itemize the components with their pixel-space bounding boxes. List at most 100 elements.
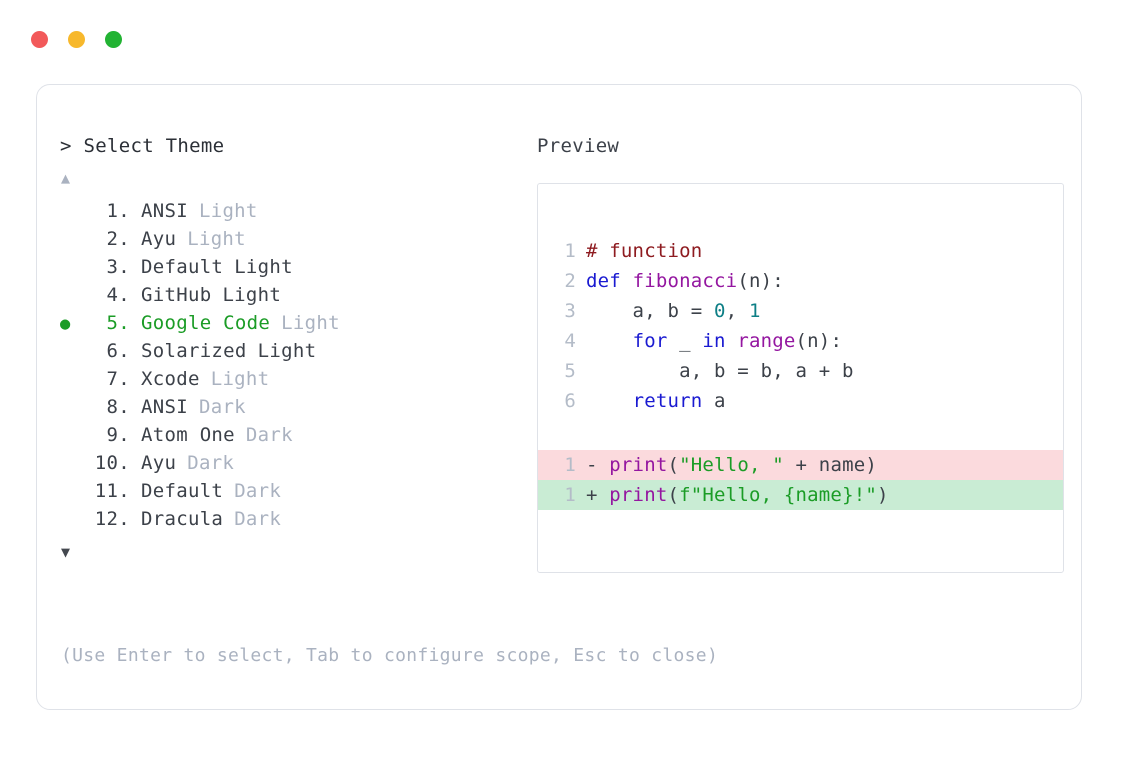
code-line-removed: 1- print("Hello, " + name) [538,450,1063,480]
code-line-text: - print("Hello, " + name) [576,450,877,480]
theme-item-index: 6. [106,340,130,362]
selected-bullet-icon: ● [60,314,71,334]
window-controls [31,31,122,48]
code-token-plain: a, b = [586,300,715,322]
code-token-keyword: return [632,390,703,412]
code-token-plain: , [725,300,749,322]
line-number: 5 [564,360,576,382]
code-blank-line [538,416,1063,450]
scroll-up-icon[interactable]: ▲ [61,169,71,187]
row-bullet-placeholder: ● [60,338,86,366]
code-line-text: a, b = 0, 1 [576,296,761,326]
theme-item-name: Ayu [141,228,177,250]
code-token-comment: # function [586,240,703,262]
theme-item-index: 3. [106,256,130,278]
code-line-text: for _ in range(n): [576,326,842,356]
theme-item-variant: Dark [245,424,293,446]
row-bullet-placeholder: ● [60,254,86,282]
theme-item-name: ANSI [141,200,188,222]
code-token-sign: + [586,484,610,506]
code-line-added: 1+ print(f"Hello, {name}!") [538,480,1063,510]
theme-list: ●1.ANSILight●2.AyuLight●3.DefaultLight●4… [60,197,530,533]
theme-item-name: Dracula [141,508,224,530]
theme-item-index: 5. [106,312,130,334]
theme-item-variant: Dark [187,452,235,474]
theme-item-index: 9. [106,424,130,446]
line-number: 1 [564,484,576,506]
code-token-string: f"Hello, {name}!" [679,484,877,506]
theme-picker-card: > Select Theme ▲ ●1.ANSILight●2.AyuLight… [36,84,1082,710]
theme-item-variant: Light [234,256,293,278]
theme-item-name: GitHub [141,284,212,306]
minimize-window-button[interactable] [68,31,85,48]
theme-list-item[interactable]: ● 2. Ayu Light [60,225,530,253]
code-token-plain: ) [877,484,889,506]
close-window-button[interactable] [31,31,48,48]
code-token-func: print [609,454,668,476]
prompt-spacer [72,135,84,157]
code-line-text: # function [576,236,702,266]
theme-item-variant: Dark [234,508,282,530]
code-token-func: fibonacci [632,270,738,292]
preview-label: Preview [537,135,620,157]
code-token-plain: (n): [737,270,784,292]
code-token-plain [586,330,633,352]
code-token-plain: _ [667,330,703,352]
page-title: Select Theme [83,135,225,157]
code-token-plain: ( [667,454,680,476]
row-bullet-placeholder: ● [60,450,86,478]
code-line: 1 # function [538,236,1063,266]
row-bullet-placeholder: ● [60,478,86,506]
theme-item-index: 12. [94,508,130,530]
theme-chooser-panel: > Select Theme ▲ ●1.ANSILight●2.AyuLight… [60,133,530,564]
code-line: 4 for _ in range(n): [538,326,1063,356]
theme-item-index: 7. [106,368,130,390]
code-line-text: + print(f"Hello, {name}!") [576,480,889,510]
theme-item-index: 2. [106,228,130,250]
theme-item-index: 1. [106,200,130,222]
line-number: 6 [564,390,576,412]
theme-item-variant: Light [187,228,246,250]
code-line-text: def fibonacci(n): [576,266,784,296]
line-number: 1 [564,240,576,262]
theme-item-name: Solarized [141,340,247,362]
code-token-keyword: def [586,270,633,292]
theme-item-variant: Dark [234,480,282,502]
scroll-down-icon[interactable]: ▼ [61,543,71,561]
keyboard-hint: (Use Enter to select, Tab to configure s… [61,645,719,666]
theme-item-index: 8. [106,396,130,418]
theme-item-variant: Light [222,284,282,306]
row-bullet-placeholder: ● [60,198,86,226]
row-bullet-placeholder: ● [60,366,86,394]
theme-item-name: Xcode [141,368,200,390]
code-line: 3 a, b = 0, 1 [538,296,1063,326]
theme-item-name: Google Code [141,312,271,334]
code-token-plain [726,330,738,352]
code-token-plain: a [702,390,726,412]
code-token-keyword: for [632,330,668,352]
theme-item-variant: Light [281,312,340,334]
code-token-plain: ( [667,484,680,506]
row-bullet-placeholder: ● [60,226,86,254]
row-bullet-placeholder: ● [60,422,86,450]
code-token-sign: - [586,454,610,476]
maximize-window-button[interactable] [105,31,122,48]
code-token-func: range [737,330,796,352]
code-line: 6 return a [538,386,1063,416]
theme-item-name: Ayu [141,452,177,474]
theme-list-item[interactable]: ● 5. Google Code Light [60,309,530,337]
code-token-plain: (n): [795,330,843,352]
